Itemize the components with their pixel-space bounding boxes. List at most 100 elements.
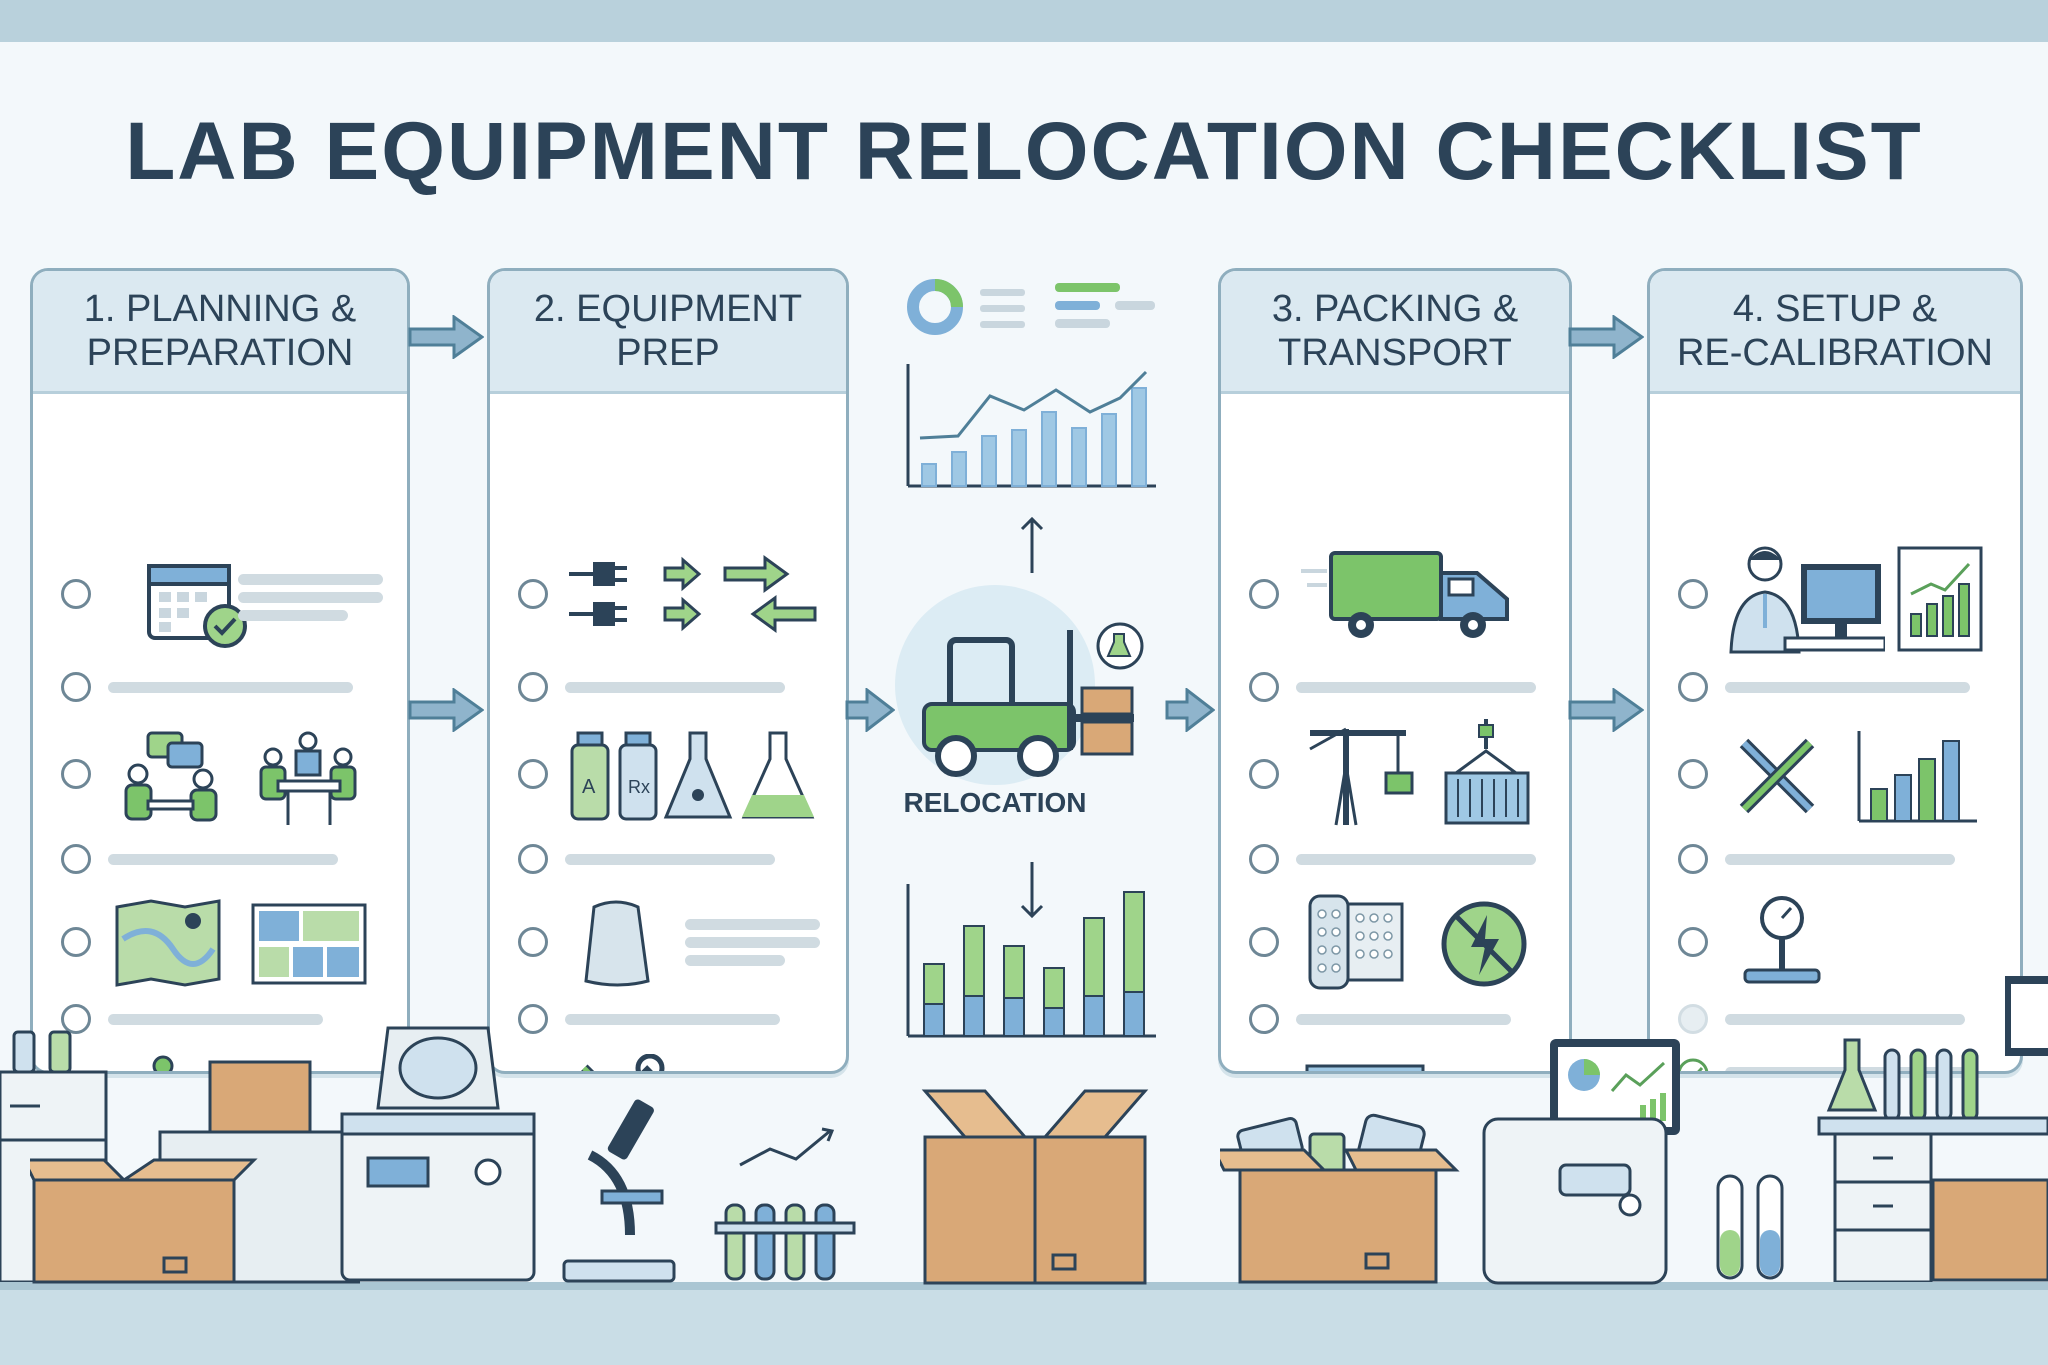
map-icon	[115, 899, 367, 987]
panel-heading-line1: 2. EQUIPMENT	[533, 288, 803, 330]
centrifuge-icon	[340, 1026, 536, 1282]
panel-packing-transport: 3. PACKING & TRANSPORT	[1218, 268, 1572, 1074]
equipment-cover-icon	[584, 900, 650, 987]
checklist-checkbox[interactable]	[1678, 672, 1708, 702]
placeholder-line	[565, 1014, 780, 1025]
placeholder-line	[565, 682, 785, 693]
checklist-checkbox[interactable]	[61, 579, 91, 609]
placeholder-line	[565, 854, 775, 865]
flow-arrow-icon	[1568, 315, 1644, 359]
checklist-checkbox[interactable]	[1678, 927, 1708, 957]
placeholder-line	[685, 919, 820, 930]
placeholder-line	[238, 610, 348, 621]
placeholder-line	[685, 955, 785, 966]
page-title: LAB EQUIPMENT RELOCATION CHECKLIST	[125, 106, 1923, 197]
flow-arrow-icon	[845, 688, 895, 732]
checklist-checkbox[interactable]	[518, 927, 548, 957]
checklist-checkbox[interactable]	[1678, 844, 1708, 874]
checklist-checkbox[interactable]	[1249, 927, 1279, 957]
panel-heading-line2: RE-CALIBRATION	[1676, 332, 1993, 374]
relocation-label: RELOCATION	[903, 787, 1087, 818]
placeholder-line	[108, 854, 338, 865]
checklist-checkbox[interactable]	[61, 672, 91, 702]
truck-icon	[1301, 551, 1509, 638]
checklist-checkbox[interactable]	[518, 579, 548, 609]
floor-line	[0, 1282, 2048, 1292]
panel-setup-recalibration: 4. SETUP & RE-CALIBRATION	[1647, 268, 2023, 1074]
checklist-checkbox[interactable]	[1678, 759, 1708, 789]
panel-header: 1. PLANNING & PREPARATION	[33, 271, 407, 394]
checklist-checkbox[interactable]	[1249, 1004, 1279, 1034]
packed-box-icon	[1220, 1113, 1460, 1284]
checklist-checkbox[interactable]	[1249, 672, 1279, 702]
forklift-icon	[922, 622, 1144, 777]
team-group-icon	[152, 1055, 174, 1071]
flow-arrow-icon	[1568, 688, 1644, 732]
down-arrow-icon	[1020, 862, 1044, 919]
test-tube-rack-icon	[714, 1127, 856, 1281]
upper-trend-bar-chart	[906, 364, 1156, 488]
placeholder-line	[1725, 682, 1970, 693]
temperature-container-icon	[1305, 1064, 1425, 1071]
lab-bench-right	[1817, 976, 2048, 1282]
technician-computer-icon	[1729, 546, 1885, 654]
svg-text:A: A	[582, 776, 596, 798]
panel-equipment-prep: 2. EQUIPMENT PREP A Rx	[487, 268, 849, 1074]
placeholder-line	[1725, 1014, 1965, 1025]
checklist-checkbox[interactable]	[1678, 579, 1708, 609]
placeholder-line	[1296, 1014, 1511, 1025]
placeholder-line	[238, 592, 383, 603]
placeholder-line	[1296, 854, 1536, 865]
panel-header: 2. EQUIPMENT PREP	[490, 271, 846, 394]
flow-arrow-icon	[408, 688, 484, 732]
test-tubes-icon	[1716, 1174, 1784, 1280]
placeholder-line	[1725, 854, 1955, 865]
bubble-wrap-icon	[1308, 894, 1404, 990]
up-arrow-icon	[1020, 516, 1044, 573]
panel-planning-preparation: 1. PLANNING & PREPARATION	[30, 268, 410, 1074]
open-box-icon	[921, 1089, 1149, 1285]
placeholder-line	[108, 682, 353, 693]
checklist-checkbox[interactable]	[1678, 1004, 1708, 1034]
flow-arrow-icon	[1165, 688, 1215, 732]
report-chart-icon	[1897, 546, 1983, 652]
cardboard-box-icon	[30, 1060, 360, 1284]
checklist-checkbox[interactable]	[518, 844, 548, 874]
panel-heading-line2: PREP	[616, 332, 720, 374]
checklist-checkbox[interactable]	[518, 759, 548, 789]
flow-arrow-icon	[408, 315, 484, 359]
crane-container-icon	[1309, 719, 1530, 826]
dashboard-widget-icon	[907, 279, 1155, 335]
checklist-checkbox[interactable]	[1249, 759, 1279, 789]
lower-bar-chart	[906, 884, 1156, 1038]
placeholder-line	[685, 937, 820, 948]
panel-header: 3. PACKING & TRANSPORT	[1221, 271, 1569, 394]
floor	[0, 1290, 2048, 1365]
bar-chart-icon	[1857, 731, 1977, 823]
checklist-checkbox[interactable]	[61, 844, 91, 874]
analyzer-machine-icon	[1482, 1039, 1680, 1285]
tools-icon	[581, 1054, 665, 1071]
microscope-icon	[562, 1099, 676, 1283]
panel-header: 4. SETUP & RE-CALIBRATION	[1650, 271, 2020, 394]
unplug-icon	[569, 555, 817, 633]
placeholder-line	[108, 1014, 323, 1025]
placeholder-line	[238, 574, 383, 585]
checklist-checkbox[interactable]	[61, 927, 91, 957]
svg-text:Rx: Rx	[628, 777, 650, 797]
checklist-checkbox[interactable]	[61, 1004, 91, 1034]
wrench-screwdriver-icon	[1739, 738, 1815, 814]
no-static-icon	[1441, 901, 1527, 987]
check-circle-icon[interactable]	[1676, 1057, 1710, 1074]
checklist-checkbox[interactable]	[61, 759, 91, 789]
checklist-checkbox[interactable]	[518, 1004, 548, 1034]
checklist-checkbox[interactable]	[518, 672, 548, 702]
panel-heading-line1: 4. SETUP &	[1732, 288, 1938, 330]
chemical-bottles-icon: A Rx	[570, 731, 815, 821]
checklist-checkbox[interactable]	[1249, 844, 1279, 874]
checklist-checkbox[interactable]	[1249, 579, 1279, 609]
panel-heading-line2: PREPARATION	[86, 332, 354, 374]
top-band	[0, 0, 2048, 42]
placeholder-line	[1296, 682, 1536, 693]
panel-heading-line1: 3. PACKING &	[1271, 288, 1519, 330]
